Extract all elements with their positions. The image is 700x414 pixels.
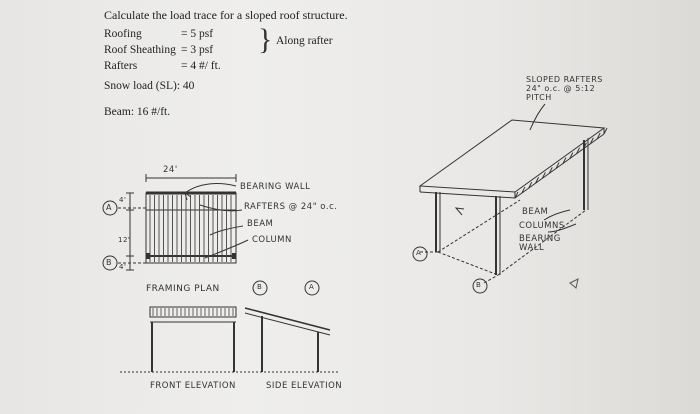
iso-rafter-tail [521, 186, 526, 194]
mouse-pointer-icon [569, 278, 579, 289]
iso-rafter-tail [576, 147, 581, 154]
front-marker-b-label: B [257, 283, 263, 291]
front-elevation-drawing [120, 306, 260, 373]
rafters-label: Rafters [104, 60, 138, 72]
sheathing-label: Roof Sheathing [104, 44, 176, 56]
plan-beam-label: BEAM [247, 219, 274, 229]
iso-columns-label: COLUMNS [519, 221, 565, 231]
iso-rafter-tail [589, 137, 594, 145]
iso-sloped-rafters-label: SLOPED RAFTERS [526, 75, 603, 84]
iso-rafter-tails [514, 127, 608, 199]
iso-rafter-tail [583, 142, 587, 149]
beam-load: Beam: 16 #/ft. [104, 106, 171, 118]
plan-column-left [146, 253, 150, 259]
problem-title: Calculate the load trace for a sloped ro… [104, 8, 348, 22]
iso-wall-label: WALL [519, 243, 545, 253]
isometric-drawing [418, 103, 606, 284]
front-marker-b [252, 280, 268, 296]
plan-rafters-label: RAFTERS @ 24" o.c. [244, 202, 338, 212]
iso-beam-label: BEAM [522, 207, 549, 217]
plan-column-right [232, 253, 236, 259]
plan-dim-12: 12' [118, 236, 131, 244]
iso-rafter-tail [555, 162, 560, 169]
plan-dim-24: 24' [163, 165, 178, 175]
side-elevation-drawing [240, 307, 340, 373]
iso-rafter-tail [603, 127, 608, 135]
roofing-label: Roofing [104, 28, 142, 40]
iso-rafter-tail [569, 152, 574, 159]
sheathing-value: = 3 psf [181, 44, 214, 56]
plan-column-label: COLUMN [252, 235, 292, 245]
iso-spacing-label: 24" o.c. @ 5:12 [526, 84, 596, 93]
iso-grid-b-label: B [476, 281, 482, 289]
iso-bearing-label: BEARING [519, 234, 561, 244]
side-marker-a [304, 280, 320, 296]
plan-grid-a: A [106, 203, 112, 212]
grid-bubble-b [102, 255, 118, 271]
front-rafters [152, 308, 234, 316]
plan-bearing-wall-label: BEARING WALL [240, 182, 311, 192]
grid-bubble-a [102, 200, 118, 216]
rafters-value: = 4 #/ ft. [181, 60, 221, 72]
iso-grid-a-label: A [416, 249, 422, 257]
roofing-value: = 5 psf [181, 28, 214, 40]
iso-rafter-tail [514, 191, 519, 199]
iso-rafter-tail [548, 167, 553, 174]
plan-dim-4: 4' [119, 196, 127, 204]
side-marker-a-label: A [309, 283, 315, 291]
iso-rafter-tail [562, 157, 567, 164]
iso-grid-b [472, 278, 488, 294]
plan-dim-4b: 4' [119, 263, 127, 271]
front-elevation-title: FRONT ELEVATION [150, 381, 236, 391]
side-elevation-title: SIDE ELEVATION [266, 381, 343, 391]
iso-rafter-tail [528, 181, 533, 189]
along-rafter-note: Along rafter [276, 35, 333, 47]
snow-load: Snow load (SL): 40 [104, 80, 195, 92]
framing-plan-title: FRAMING PLAN [146, 284, 220, 294]
plan-rafters [149, 195, 232, 262]
plan-grid-b: B [106, 258, 112, 267]
iso-rafter-tail [535, 177, 539, 184]
curly-brace: } [258, 23, 273, 56]
iso-rafter-tail [541, 172, 546, 179]
iso-grid-a [412, 246, 428, 262]
iso-pitch-label: PITCH [526, 93, 552, 102]
iso-rafter-tail [596, 132, 601, 140]
